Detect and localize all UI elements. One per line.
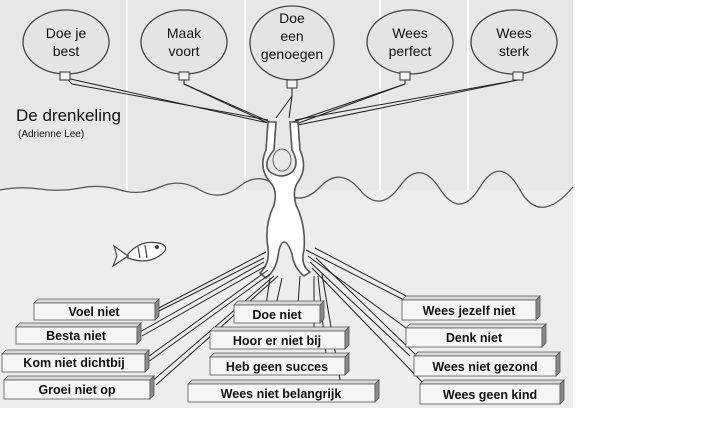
- plank: [3, 375, 155, 400]
- driver-label: Wees: [496, 25, 532, 41]
- plank: [413, 351, 561, 377]
- driver-label: perfect: [389, 43, 432, 59]
- plank: [15, 322, 142, 345]
- plank: [405, 323, 547, 348]
- injunction-label: Denk niet: [446, 331, 503, 345]
- injunction-label: Wees niet gezond: [432, 360, 537, 374]
- driver-label: Wees: [392, 25, 428, 41]
- planks-center: [187, 300, 380, 403]
- driver-bubble: [470, 9, 558, 75]
- plank: [187, 379, 380, 403]
- injunction-label: Groei niet op: [38, 383, 115, 397]
- driver-label: Doe je: [46, 25, 87, 41]
- driver-box: [178, 71, 190, 81]
- driver-label: een: [280, 28, 303, 44]
- injunction-label: Besta niet: [46, 329, 107, 343]
- driver-label: sterk: [499, 43, 530, 59]
- driver-bubble: [140, 9, 228, 75]
- fish-icon: [111, 241, 167, 268]
- driver-bubble: [22, 9, 110, 75]
- injunction-label: Kom niet dichtbij: [23, 356, 124, 370]
- driver-box: [399, 71, 411, 81]
- injunction-label: Hoor er niet bij: [233, 334, 321, 348]
- driver-label: Doe: [279, 10, 305, 26]
- plank: [401, 295, 541, 321]
- plank: [209, 326, 350, 350]
- driver-bubbles: [22, 5, 558, 89]
- driver-bubble: [366, 9, 454, 75]
- driver-box: [59, 71, 71, 81]
- diagram-title: De drenkeling: [16, 106, 121, 125]
- plank: [233, 300, 325, 324]
- plank: [209, 352, 350, 376]
- injunction-label: Heb geen succes: [226, 360, 328, 374]
- injunction-label: Doe niet: [252, 308, 302, 322]
- driver-box: [286, 79, 298, 89]
- injunction-label: Wees niet belangrijk: [221, 387, 342, 401]
- plank: [1, 349, 150, 373]
- injunction-label: Voel niet: [68, 305, 120, 319]
- driver-label: Maak: [167, 25, 202, 41]
- planks-left: [1, 298, 160, 400]
- driver-label: best: [53, 43, 80, 59]
- plank: [419, 379, 565, 405]
- plank: [33, 298, 160, 321]
- drowning-figure: [258, 121, 312, 280]
- sky-panel-lines: [126, 0, 469, 190]
- diagram-subtitle: (Adrienne Lee): [18, 129, 85, 140]
- driver-label: genoegen: [261, 46, 323, 62]
- injunction-label: Wees jezelf niet: [423, 304, 517, 318]
- figure-head: [272, 148, 292, 172]
- planks-right: [401, 295, 565, 405]
- injunction-label: Wees geen kind: [443, 388, 537, 402]
- driver-box: [512, 71, 524, 81]
- driver-label: voort: [168, 43, 199, 59]
